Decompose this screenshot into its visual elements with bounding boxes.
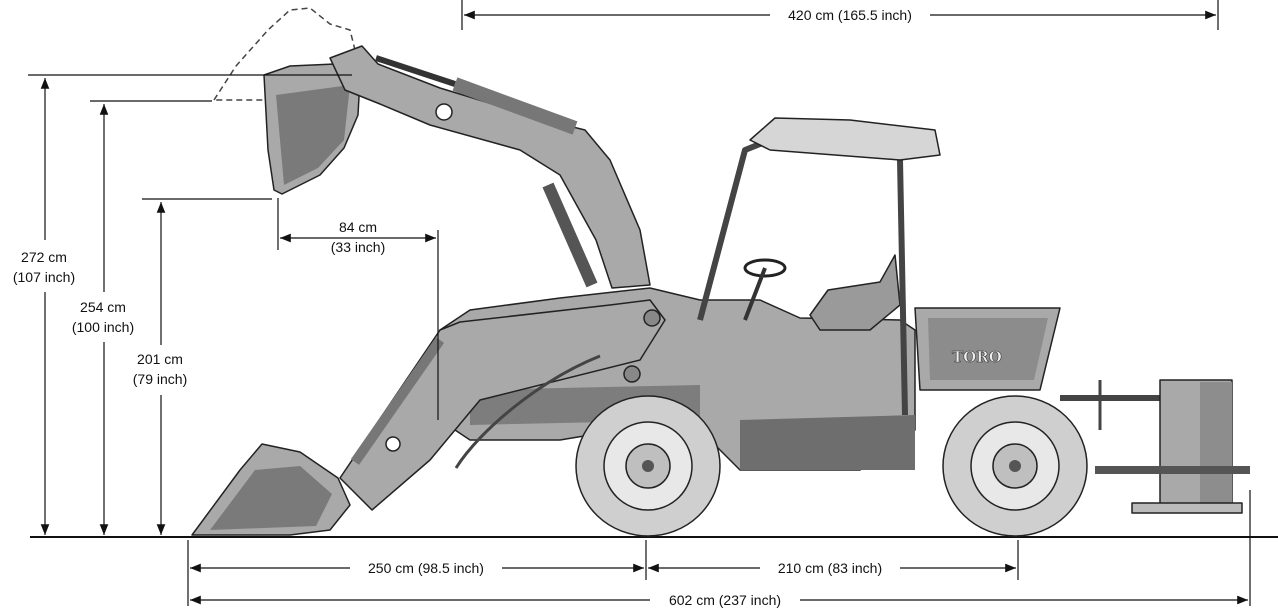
label-max-height-inch: (107 inch) xyxy=(13,269,75,285)
label-overall-length: 602 cm (237 inch) xyxy=(669,592,781,608)
brand-logo: TORO xyxy=(952,348,1002,366)
steering-wheel xyxy=(743,258,787,278)
lowered-loader-arm xyxy=(339,299,666,511)
label-front-overhang: 250 cm (98.5 inch) xyxy=(368,560,484,576)
rear-tire xyxy=(942,395,1088,537)
tractor-illustration: TORO xyxy=(191,7,1250,537)
label-dump-reach-cm: 84 cm xyxy=(339,219,377,235)
label-pin-height-cm: 254 cm xyxy=(80,299,126,315)
label-top-length: 420 cm (165.5 inch) xyxy=(788,7,912,23)
front-tire xyxy=(575,395,721,537)
label-dump-height-cm: 201 cm xyxy=(137,351,183,367)
label-dump-reach-inch: (33 inch) xyxy=(331,239,385,255)
dimension-labels: 420 cm (165.5 inch) 272 cm (107 inch) 25… xyxy=(13,7,912,608)
label-pin-height-inch: (100 inch) xyxy=(72,319,134,335)
label-dump-height-inch: (79 inch) xyxy=(133,371,187,387)
label-max-height-cm: 272 cm xyxy=(21,249,67,265)
operator-seat xyxy=(809,254,901,331)
raised-loader-arm xyxy=(329,45,651,289)
canopy-roof xyxy=(749,117,941,161)
dimension-lines xyxy=(28,0,1251,606)
label-wheelbase: 210 cm (83 inch) xyxy=(778,560,882,576)
